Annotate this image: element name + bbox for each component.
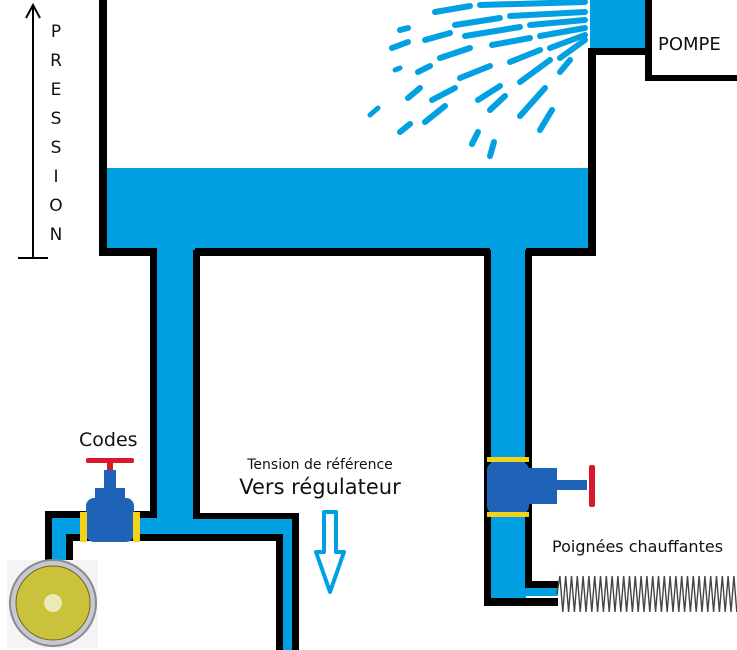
pressure-label: P R E S S I O N (49, 22, 62, 245)
svg-text:O: O (49, 196, 62, 216)
reference-voltage-label: Tension de référence (246, 457, 393, 473)
tank-water (106, 168, 590, 250)
left-pipe-water (156, 248, 195, 538)
to-regulator-label: Vers régulateur (239, 475, 401, 499)
svg-text:N: N (50, 225, 63, 245)
lamp-pipe-water (50, 517, 68, 562)
heated-grips-label: Poignées chauffantes (552, 537, 723, 556)
pump-pipe-water (590, 0, 646, 48)
svg-text:E: E (51, 80, 62, 100)
heated-grips-valve[interactable] (487, 457, 595, 517)
pipe-outlines (45, 0, 737, 650)
svg-text:P: P (51, 22, 61, 42)
pump-label: POMPE (658, 34, 721, 55)
down-arrow-icon (314, 510, 346, 594)
codes-valve[interactable] (80, 458, 140, 542)
valve-handle-icon[interactable] (86, 458, 134, 463)
heating-coil-icon (556, 575, 737, 613)
codes-label: Codes (79, 429, 138, 451)
pressure-arrow (18, 2, 48, 259)
svg-text:S: S (51, 109, 62, 129)
water-spray (367, 0, 588, 159)
svg-text:S: S (51, 138, 62, 158)
svg-text:I: I (53, 167, 58, 187)
svg-text:R: R (50, 51, 62, 71)
headlight-icon (7, 559, 98, 648)
right-pipe-water (490, 248, 526, 600)
valve-handle-icon[interactable] (589, 465, 595, 507)
grip-pipe-water (526, 588, 558, 596)
regulator-pipe-water (282, 517, 292, 650)
